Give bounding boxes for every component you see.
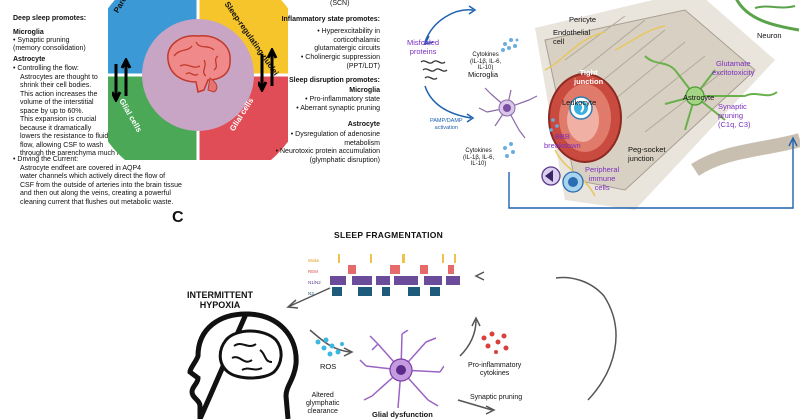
microglia-bullet-sub: (memory consolidation) [13, 45, 86, 52]
inflammatory-title: Inflammatory state promotes: [281, 16, 380, 23]
astro-bullet-2: • Neurotoxic protein accumulation (glymp… [275, 148, 380, 164]
driving-current-text: • Driving the Current: Astrocyte endfeet… [13, 156, 182, 206]
leukocyte-label: Leukocyte [562, 98, 597, 107]
synaptic-pruning-label-c: Synaptic pruning [470, 394, 523, 401]
glial-cell [359, 330, 444, 409]
panel-c-label: C [172, 209, 184, 226]
micro-bullet-1: • Pro-inflammatory state [305, 96, 380, 103]
inflammatory-bullet-1: • Hyperexcitability in corticothalamic g… [314, 28, 380, 52]
microglia-title-right: Microglia [349, 87, 380, 94]
microglia-title-left: Microglia [13, 29, 44, 36]
glial-dysfunction-label: Glial dysfunction [372, 410, 433, 419]
cytokines-top-label: Cytokines(IL-1β, IL-6,IL-10) [470, 52, 502, 71]
cytokine-particles-c [481, 331, 509, 354]
sleep-fragmentation-title: SLEEP FRAGMENTATION [334, 230, 444, 240]
right-wheel-arrows [258, 48, 278, 92]
scn-label: (SCN) [330, 0, 350, 7]
astrocyte-title-right: Astrocyte [347, 121, 380, 128]
cytokines-bottom-label: Cytokines(IL-1β, IL-6,IL-10) [463, 148, 495, 167]
ros-particles [315, 337, 344, 357]
hypnogram-labels: Wake REM N1/N2 N3 [308, 258, 321, 296]
ros-label: ROS [320, 362, 337, 371]
disruption-title: Sleep disruption promotes: [288, 77, 380, 84]
left-wheel-arrows [112, 58, 132, 102]
astrocyte-title-left: Astrocyte [13, 56, 46, 63]
inflammatory-bullet-2: • Cholinergic suppression (PPT/LDT) [300, 54, 380, 70]
head-silhouette [187, 311, 299, 419]
expansion-text: This expansion is crucial because it dra… [20, 116, 155, 157]
deep-sleep-title: Deep sleep promotes: [13, 15, 87, 22]
brain-illustration [167, 35, 231, 93]
microglia-bullet: • Synaptic pruning [13, 37, 70, 44]
controlling-flow-text: • Controlling the flow: Astrocytes are t… [13, 65, 98, 115]
panel-c-arrows [286, 271, 617, 415]
hypnogram [330, 254, 460, 296]
microglia-label-b: Microglia [468, 70, 499, 79]
astro-bullet-1: • Dysregulation of adenosine metabolism [290, 131, 380, 147]
micro-bullet-2: • Aberrant synaptic pruning [296, 105, 380, 112]
pericyte-label: Pericyte [569, 15, 597, 24]
astrocyte-label-b: Astrocyte [683, 93, 715, 102]
panel-b-illustration [420, 0, 800, 210]
neuron-label: Neuron [757, 31, 782, 40]
